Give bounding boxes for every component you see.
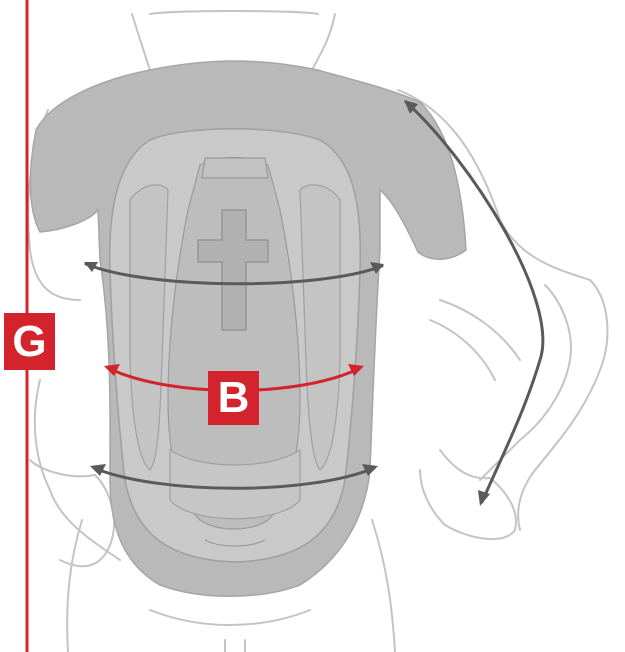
right-hand-outline xyxy=(420,450,516,539)
seam-outline xyxy=(225,640,245,652)
right-forearm-outline xyxy=(430,300,520,380)
right-elbow-outline xyxy=(480,285,571,480)
g-measurement-label: G xyxy=(4,313,55,370)
torso-left-outline xyxy=(67,520,82,652)
torso-right-outline xyxy=(372,520,395,652)
back-protector xyxy=(30,61,466,596)
top-tab xyxy=(202,158,268,178)
waist-outline xyxy=(150,610,310,625)
left-hand-outline xyxy=(30,460,114,566)
head-outline xyxy=(150,11,318,14)
b-measurement-label: B xyxy=(208,371,259,425)
arm-arrow-bottom xyxy=(478,490,490,506)
